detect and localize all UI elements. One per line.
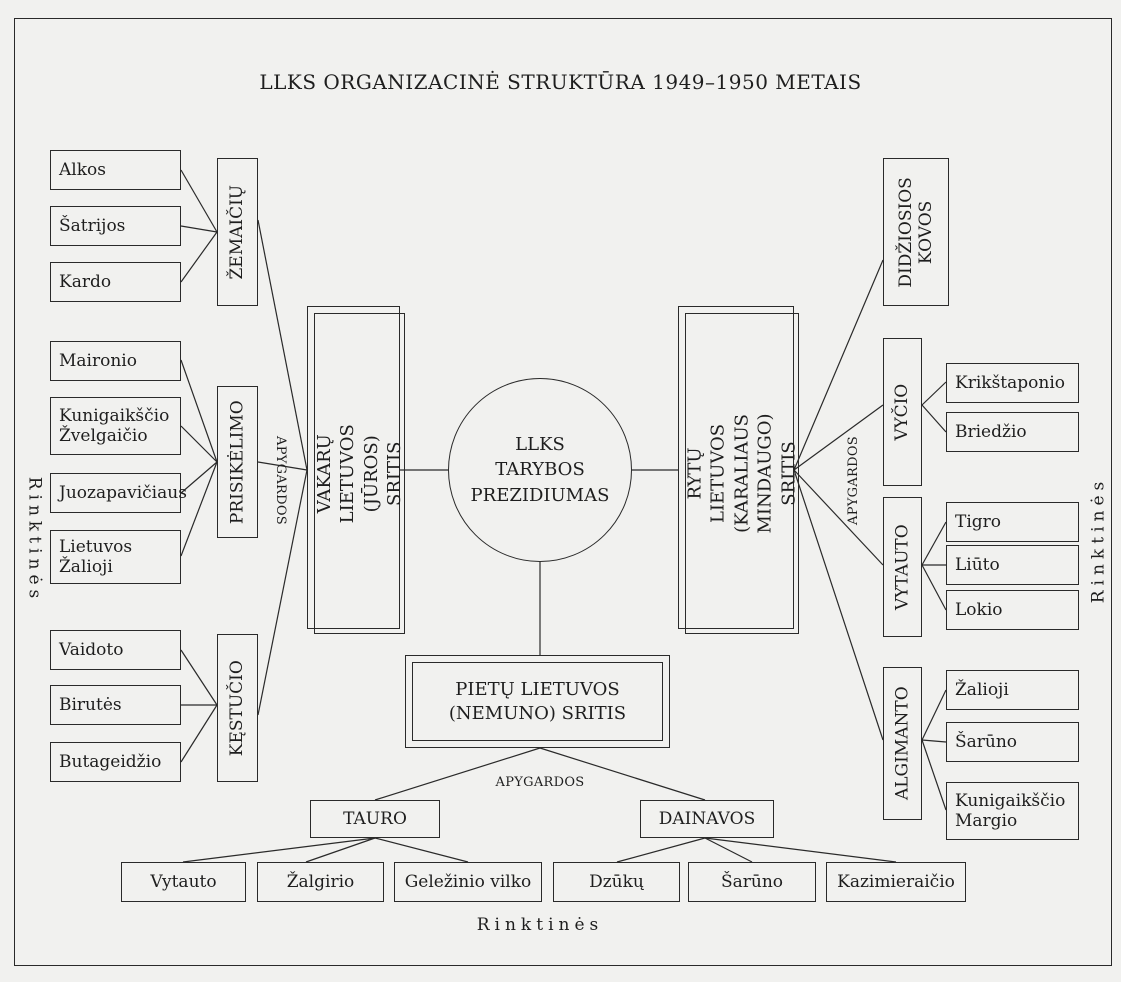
unit-box: Šarūno xyxy=(946,722,1079,762)
unit-box: Tigro xyxy=(946,502,1079,542)
diagram-frame xyxy=(14,18,1112,966)
district-box: DAINAVOS xyxy=(640,800,774,838)
district-box: ALGIMANTO xyxy=(883,667,922,820)
rinktines-label: Rinktinės xyxy=(476,915,604,935)
apygardos-label: APYGARDOS xyxy=(272,435,288,525)
district-label: DIDŽIOSIOS KOVOS xyxy=(895,176,937,288)
district-box: TAURO xyxy=(310,800,440,838)
region-label: VAKARŲ LIETUVOS (JŪROS) SRITIS xyxy=(313,423,405,524)
district-box: PRISIKĖLIMO xyxy=(217,386,258,538)
unit-box: Lietuvos Žalioji xyxy=(50,530,181,584)
unit-box: Šatrijos xyxy=(50,206,181,246)
district-box: VYTAUTO xyxy=(883,497,922,637)
unit-box: Šarūno xyxy=(688,862,816,902)
rinktines-label: Rinktinės xyxy=(1088,476,1108,604)
district-label: ŽEMAIČIŲ xyxy=(227,184,248,280)
presidium-label: LLKS TARYBOS PREZIDIUMAS xyxy=(470,434,610,506)
apygardos-label: APYGARDOS xyxy=(495,775,585,790)
unit-box: Briedžio xyxy=(946,412,1079,452)
diagram-title: LLKS ORGANIZACINĖ STRUKTŪRA 1949–1950 ME… xyxy=(259,70,862,94)
apygardos-label: APYGARDOS xyxy=(845,435,861,525)
unit-box: Birutės xyxy=(50,685,181,725)
unit-box: Vaidoto xyxy=(50,630,181,670)
unit-box: Žalioji xyxy=(946,670,1079,710)
region-label: PIETŲ LIETUVOS (NEMUNO) SRITIS xyxy=(412,662,663,741)
district-box: KĘSTUČIO xyxy=(217,634,258,782)
district-label: KĘSTUČIO xyxy=(227,659,248,757)
unit-box: Kardo xyxy=(50,262,181,302)
region-box-west: VAKARŲ LIETUVOS (JŪROS) SRITIS xyxy=(307,306,405,634)
district-box: DIDŽIOSIOS KOVOS xyxy=(883,158,949,306)
unit-box: Maironio xyxy=(50,341,181,381)
unit-box: Vytauto xyxy=(121,862,246,902)
district-box: ŽEMAIČIŲ xyxy=(217,158,258,306)
unit-box: Butageidžio xyxy=(50,742,181,782)
presidium-circle: LLKS TARYBOS PREZIDIUMAS xyxy=(448,378,632,562)
unit-box: Alkos xyxy=(50,150,181,190)
unit-box: Kazimieraičio xyxy=(826,862,966,902)
unit-box: Geležinio vilko xyxy=(394,862,542,902)
region-label: RYTŲ LIETUVOS (KARALIAUS MINDAUGO) SRITI… xyxy=(684,413,800,534)
region-box-east: RYTŲ LIETUVOS (KARALIAUS MINDAUGO) SRITI… xyxy=(678,306,799,634)
district-label: PRISIKĖLIMO xyxy=(227,400,248,524)
unit-box: Lokio xyxy=(946,590,1079,630)
rinktines-label: Rinktinės xyxy=(24,476,44,604)
unit-box: Žalgirio xyxy=(257,862,384,902)
district-label: ALGIMANTO xyxy=(892,686,913,801)
region-box-south: PIETŲ LIETUVOS (NEMUNO) SRITIS xyxy=(405,655,670,748)
unit-box: Liūto xyxy=(946,545,1079,585)
district-label: VYČIO xyxy=(892,383,913,441)
unit-box: Dzūkų xyxy=(553,862,680,902)
unit-box: Kunigaikščio Margio xyxy=(946,782,1079,840)
district-box: VYČIO xyxy=(883,338,922,486)
district-label: VYTAUTO xyxy=(892,524,913,610)
unit-box: Kunigaikščio Žvelgaičio xyxy=(50,397,181,455)
unit-box: Juozapavičiaus xyxy=(50,473,187,513)
unit-box: Krikštaponio xyxy=(946,363,1079,403)
